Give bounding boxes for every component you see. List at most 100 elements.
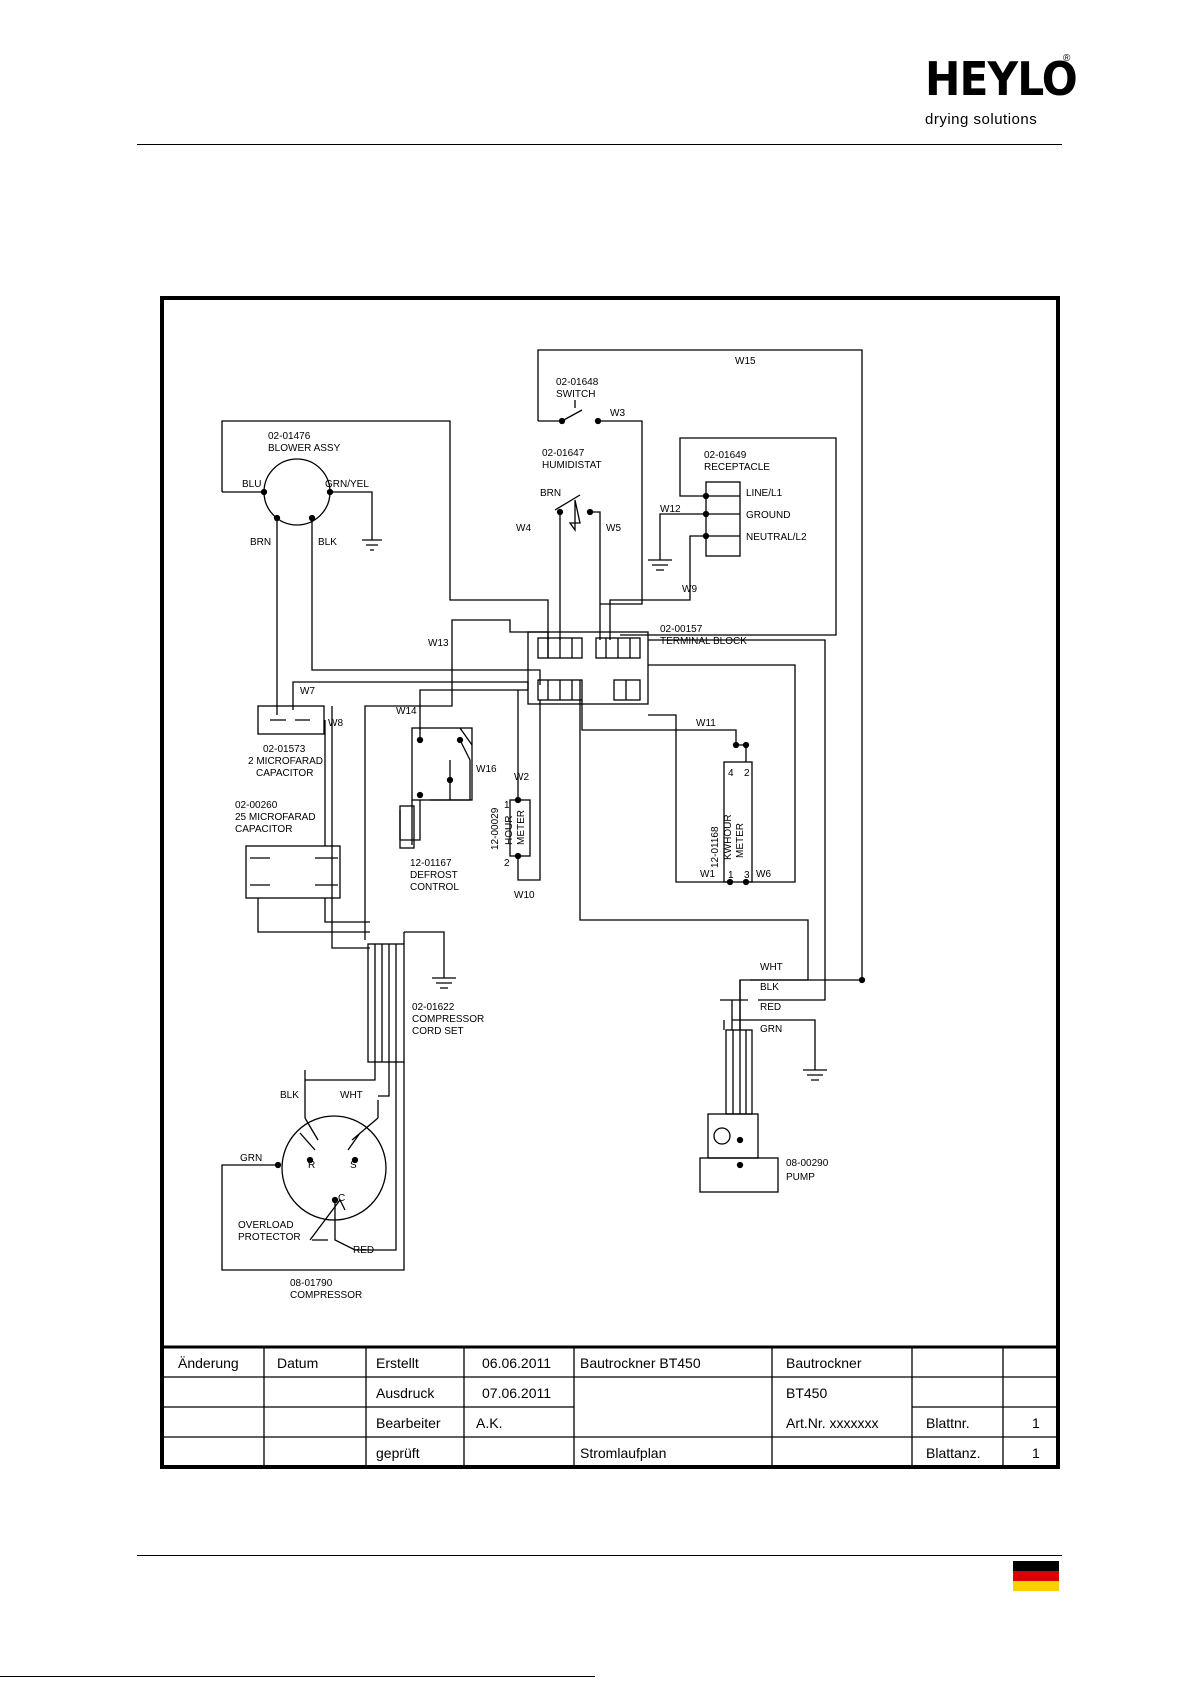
wire-w15-label: W15 <box>735 356 756 367</box>
overload-protector <box>309 1198 346 1241</box>
pump-cable-sleeve <box>725 1029 753 1115</box>
wire-w5-label: W5 <box>606 523 621 534</box>
cap2-line2: CAPACITOR <box>256 768 313 779</box>
switch-symbol <box>538 400 615 422</box>
wire-w2-label: W2 <box>514 772 529 783</box>
pump-motor <box>707 1113 759 1159</box>
blower-grnyel: GRN/YEL <box>325 479 369 490</box>
blower-motor <box>263 458 331 526</box>
tb-geprueft: geprüft <box>376 1445 420 1461</box>
compressor-name: COMPRESSOR <box>290 1290 362 1301</box>
terminal-block-name: TERMINAL BLOCK <box>660 636 747 647</box>
wire-w14-label: W14 <box>396 706 417 717</box>
tb-project: Bautrockner BT450 <box>580 1355 701 1371</box>
flag-stripe-black <box>1013 1561 1059 1571</box>
terminal-block <box>527 631 649 705</box>
kwh-meter-line1: KWHOUR <box>723 814 734 860</box>
page-bottom-edge <box>0 1676 595 1677</box>
cord-set-line1: COMPRESSOR <box>412 1014 484 1025</box>
tb-blattnr: Blattnr. <box>926 1415 970 1431</box>
tb-ausdruck-value: 07.06.2011 <box>482 1385 551 1401</box>
wire-cap25-left <box>257 898 370 933</box>
pump-wht: WHT <box>760 962 783 973</box>
wire-receptacle-line <box>620 437 837 636</box>
wire-w16-label: W16 <box>476 764 497 775</box>
wire-compressor-red <box>334 1062 397 1251</box>
kwh-meter-t4: 4 <box>728 768 734 779</box>
blower-blk: BLK <box>318 537 337 548</box>
defrost-part: 12-01167 <box>410 858 452 869</box>
cord-set-part: 02-01622 <box>412 1002 455 1013</box>
kwh-meter-line2: METER <box>735 823 746 858</box>
tb-blattanz-value: 1 <box>1032 1445 1040 1461</box>
receptacle-name: RECEPTACLE <box>704 462 770 473</box>
wire-blower-top <box>221 420 549 640</box>
tb-bearbeiter-value: A.K. <box>476 1415 502 1431</box>
compressor-body <box>281 1115 387 1221</box>
pump-base <box>699 1157 779 1193</box>
wire-w4-label: W4 <box>516 523 531 534</box>
wire-cord-ground <box>404 931 456 989</box>
compressor-r: R <box>308 1160 315 1171</box>
kwh-meter <box>723 761 753 883</box>
compressor-overload1: OVERLOAD <box>238 1220 294 1231</box>
flag-stripe-gold <box>1013 1581 1059 1591</box>
wire-w12 <box>648 513 706 571</box>
blower-name: BLOWER ASSY <box>268 443 341 454</box>
tb-datum: Datum <box>277 1355 318 1371</box>
wire-w10-label: W10 <box>514 890 535 901</box>
wire-w3 <box>600 420 643 605</box>
wire-w14 <box>419 689 528 730</box>
receptacle-part: 02-01649 <box>704 450 747 461</box>
wire-w1-label: W1 <box>700 869 715 880</box>
pump-name: PUMP <box>786 1172 815 1183</box>
cap2-line1: 2 MICROFARAD <box>248 756 323 767</box>
cap25-part: 02-00260 <box>235 800 278 811</box>
wire-w11 <box>581 700 737 745</box>
wire-w7-label: W7 <box>300 686 315 697</box>
compressor-grn: GRN <box>240 1153 262 1164</box>
drawing-frame <box>160 296 1060 1469</box>
blower-blu: BLU <box>242 479 261 490</box>
registered-mark: ® <box>1063 53 1071 64</box>
cap25-line1: 25 MICROFARAD <box>235 812 316 823</box>
compressor-red: RED <box>353 1245 374 1256</box>
tb-aenderung: Änderung <box>178 1355 239 1371</box>
tb-product-line1: Bautrockner <box>786 1355 862 1371</box>
wire-w6-label: W6 <box>756 869 771 880</box>
capacitor-25uf <box>245 845 341 899</box>
switch-name: SWITCH <box>556 389 595 400</box>
cord-set-line2: CORD SET <box>412 1026 464 1037</box>
brand-name: HEYLO <box>925 52 1078 106</box>
hour-meter-t2: 2 <box>504 858 510 869</box>
wire-w3-label: W3 <box>610 408 625 419</box>
hour-meter-line2: METER <box>516 810 527 845</box>
wire-w6 <box>648 664 796 883</box>
brand-logo: HEYLO ® drying solutions <box>925 52 1078 130</box>
pump-red: RED <box>760 1002 781 1013</box>
compressor-overload2: PROTECTOR <box>238 1232 301 1243</box>
wire-w1 <box>648 714 730 883</box>
tb-doc-type: Stromlaufplan <box>580 1445 666 1461</box>
wire-w8 <box>331 706 370 949</box>
capacitor-2uf <box>257 705 325 735</box>
wire-w11-label: W11 <box>696 718 716 729</box>
pump-grn: GRN <box>760 1024 782 1035</box>
tb-art-nr: Art.Nr. xxxxxxx <box>786 1415 879 1431</box>
german-flag-icon <box>1013 1561 1059 1591</box>
defrost-line2: CONTROL <box>410 882 459 893</box>
cap2-part: 02-01573 <box>263 744 306 755</box>
kwh-meter-t3: 3 <box>744 870 750 881</box>
receptacle-line: LINE/L1 <box>746 488 783 499</box>
hour-meter-part: 12-00029 <box>490 807 501 850</box>
kwh-meter-t1: 1 <box>728 870 734 881</box>
wire-w16 <box>430 739 471 801</box>
cap25-line2: CAPACITOR <box>235 824 292 835</box>
wire-w9-label: W9 <box>682 584 697 595</box>
tb-blattanz: Blattanz. <box>926 1445 980 1461</box>
humidistat-part: 02-01647 <box>542 448 585 459</box>
humidistat-name: HUMIDISTAT <box>542 460 602 471</box>
kwh-meter-t2: 2 <box>744 768 750 779</box>
wire-w10 <box>517 700 541 881</box>
